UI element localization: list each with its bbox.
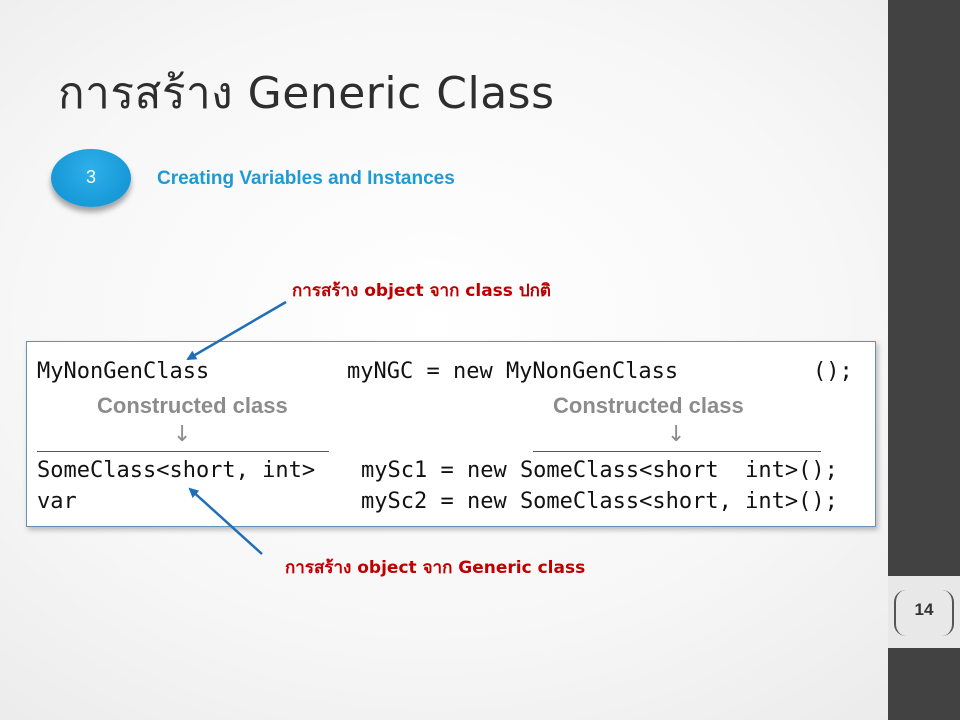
annotation-normal-class: การสร้าง object จาก class ปกติ <box>292 281 551 301</box>
arrow-to-generic-class <box>188 487 263 555</box>
constructed-rule-left <box>37 451 329 452</box>
constructed-class-label-left: Constructed class <box>97 393 288 418</box>
arrow-to-normal-class <box>186 300 287 361</box>
code-line3-rest: mySc2 = new SomeClass<short, int>(); <box>361 489 838 514</box>
code-line1-rest: myNGC = new MyNonGenClass <box>347 359 679 384</box>
constructed-class-label-right: Constructed class <box>553 393 744 418</box>
code-line1-type: MyNonGenClass <box>37 359 210 384</box>
constructed-rule-right <box>533 451 821 452</box>
code-figure: MyNonGenClass myNGC = new MyNonGenClass … <box>26 341 876 527</box>
page-number: 14 <box>914 600 934 619</box>
step-circle <box>51 149 131 207</box>
down-arrow-icon-left: ↓ <box>173 422 192 447</box>
step-number: 3 <box>85 167 96 187</box>
code-line2-rest: mySc1 = new SomeClass<short int>(); <box>361 458 838 483</box>
code-line1-end: (); <box>813 359 853 384</box>
page-number-badge <box>888 576 960 648</box>
annotation-generic-class: การสร้าง object จาก Generic class <box>285 558 586 578</box>
code-line2-type: SomeClass<short, int> <box>37 458 316 483</box>
step-label: Creating Variables and Instances <box>157 168 455 189</box>
slide-title: การสร้าง Generic Class <box>58 68 555 119</box>
page-number-brackets <box>894 590 954 636</box>
code-line3-type: var <box>37 489 77 514</box>
down-arrow-icon-right: ↓ <box>667 422 686 447</box>
